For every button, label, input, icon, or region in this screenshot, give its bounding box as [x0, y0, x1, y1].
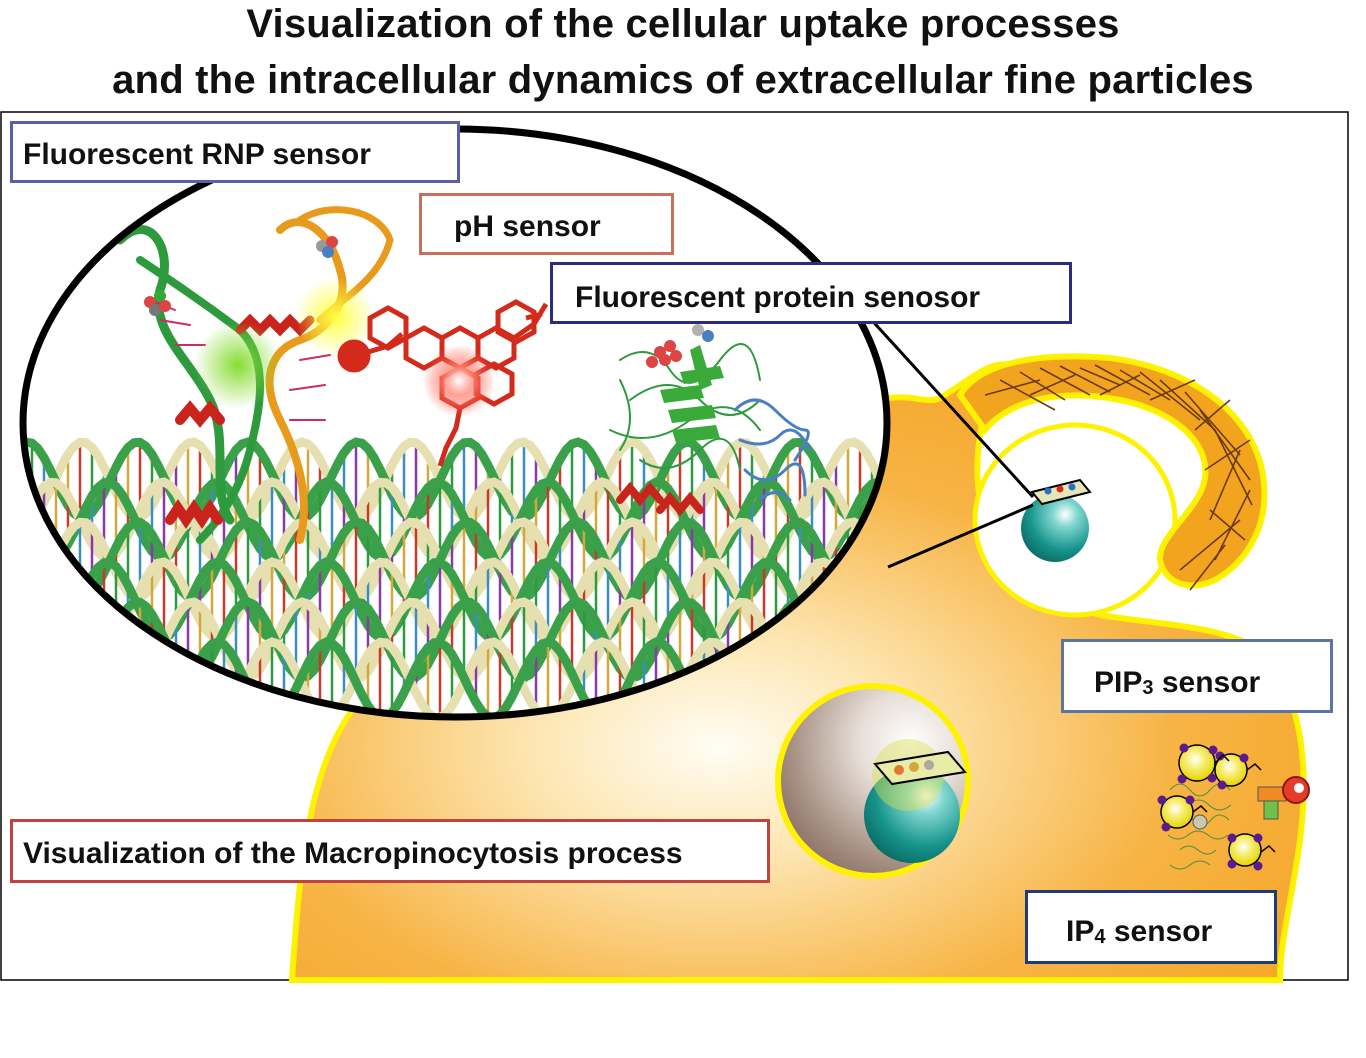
label-ph-sensor: pH sensor	[419, 193, 674, 255]
sensor-chip-large	[873, 750, 967, 786]
label-protein-sensor: Fluorescent protein senosor	[550, 262, 1072, 324]
fluorescent-protein	[609, 324, 812, 517]
label-rnp-sensor: Fluorescent RNP sensor	[10, 121, 460, 183]
ip4-subscript: 4	[1094, 926, 1106, 948]
title-line-1: Visualization of the cellular uptake pro…	[246, 2, 1120, 46]
zoom-line-bottom	[887, 503, 1034, 569]
label-pip3-sensor-text: PIP3 sensor	[1094, 666, 1260, 700]
sensor-chip-small	[1030, 478, 1092, 506]
label-ph-sensor-text: pH sensor	[454, 210, 601, 243]
zoom-line-top	[865, 313, 1035, 499]
label-macropinocytosis-text: Visualization of the Macropinocytosis pr…	[23, 837, 683, 870]
pip3-subscript: 3	[1142, 677, 1154, 699]
pip3-suffix: sensor	[1153, 666, 1261, 699]
pip3-prefix: PIP	[1094, 666, 1143, 699]
label-ip4-sensor: IP4 sensor	[1025, 890, 1277, 964]
label-rnp-sensor-text: Fluorescent RNP sensor	[23, 138, 371, 171]
label-ip4-sensor-text: IP4 sensor	[1066, 915, 1212, 949]
label-macropinocytosis: Visualization of the Macropinocytosis pr…	[10, 819, 770, 883]
yellow-fluorescence	[295, 277, 375, 357]
ip4-suffix: sensor	[1105, 915, 1213, 948]
membrane-receptor	[1257, 776, 1310, 820]
actin-filaments	[984, 364, 1253, 591]
ligand-spheres	[144, 236, 338, 316]
fine-particle	[1021, 494, 1089, 562]
pip3-ip4-sensor-cluster	[1157, 743, 1276, 871]
ip4-prefix: IP	[1066, 915, 1095, 948]
label-protein-sensor-text: Fluorescent protein senosor	[575, 281, 981, 314]
internalized-particle	[864, 767, 960, 863]
title-line-2: and the intracellular dynamics of extrac…	[112, 58, 1254, 102]
red-fluorescence	[423, 345, 495, 417]
label-pip3-sensor: PIP3 sensor	[1061, 639, 1333, 713]
green-fluorescence	[194, 321, 282, 409]
